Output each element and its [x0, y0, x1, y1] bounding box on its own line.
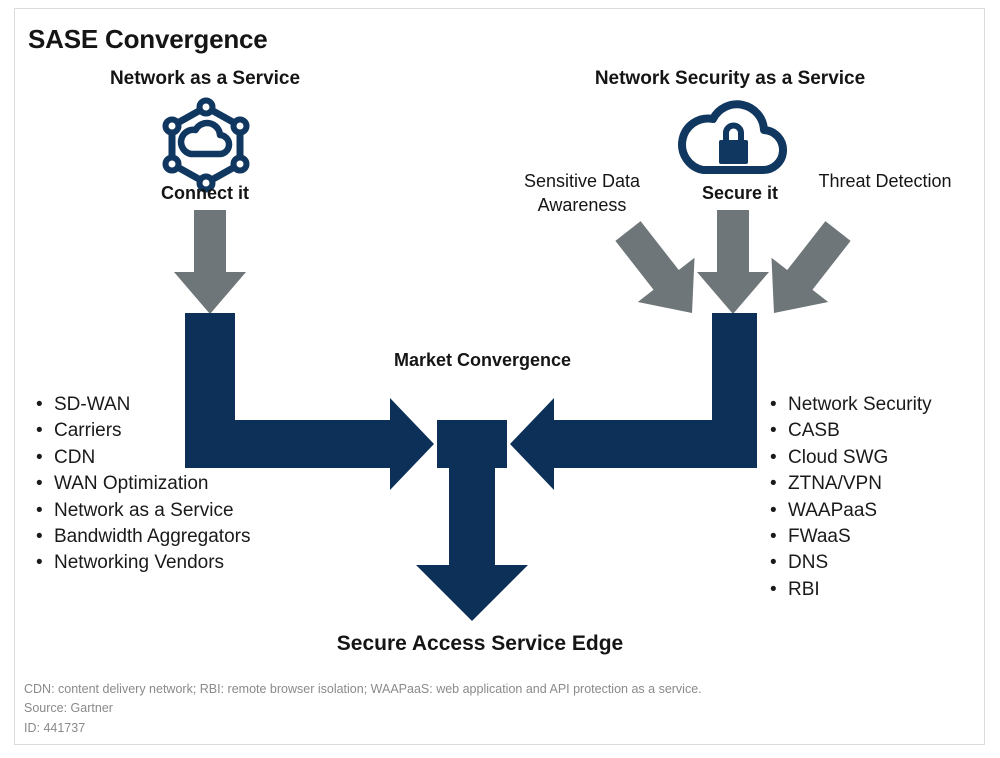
list-item: CDN	[36, 445, 250, 472]
list-item: Networking Vendors	[36, 550, 250, 577]
secure-access-service-edge-label: Secure Access Service Edge	[336, 632, 624, 655]
list-item: Network as a Service	[36, 498, 250, 525]
list-item: FWaaS	[770, 524, 932, 551]
left-branch-bullet-list: SD-WAN Carriers CDN WAN Optimization Net…	[36, 392, 250, 577]
list-item: DNS	[770, 550, 932, 577]
footnote-source: Source: Gartner	[24, 701, 113, 716]
right-branch-bullet-list: Network Security CASB Cloud SWG ZTNA/VPN…	[770, 392, 932, 604]
list-item: WAN Optimization	[36, 471, 250, 498]
list-item: SD-WAN	[36, 392, 250, 419]
left-branch-title: Network as a Service	[109, 68, 301, 89]
list-item: CASB	[770, 418, 932, 445]
market-convergence-label: Market Convergence	[393, 350, 572, 370]
list-item: RBI	[770, 577, 932, 604]
sensitive-data-awareness-label: Sensitive Data Awareness	[523, 171, 641, 215]
list-item: Carriers	[36, 418, 250, 445]
list-item: ZTNA/VPN	[770, 471, 932, 498]
footnote-abbreviations: CDN: content delivery network; RBI: remo…	[24, 682, 702, 696]
list-item: Cloud SWG	[770, 445, 932, 472]
right-branch-title: Network Security as a Service	[594, 68, 866, 89]
connect-it-caption: Connect it	[161, 183, 249, 203]
page-title: SASE Convergence	[28, 24, 268, 54]
secure-it-caption: Secure it	[701, 183, 779, 203]
list-item: Bandwidth Aggregators	[36, 524, 250, 551]
list-item: Network Security	[770, 392, 932, 419]
threat-detection-label: Threat Detection	[818, 171, 952, 191]
list-item: WAAPaaS	[770, 498, 932, 525]
footnote: CDN: content delivery network; RBI: remo…	[24, 680, 924, 738]
footnote-id: ID: 441737	[24, 720, 86, 735]
